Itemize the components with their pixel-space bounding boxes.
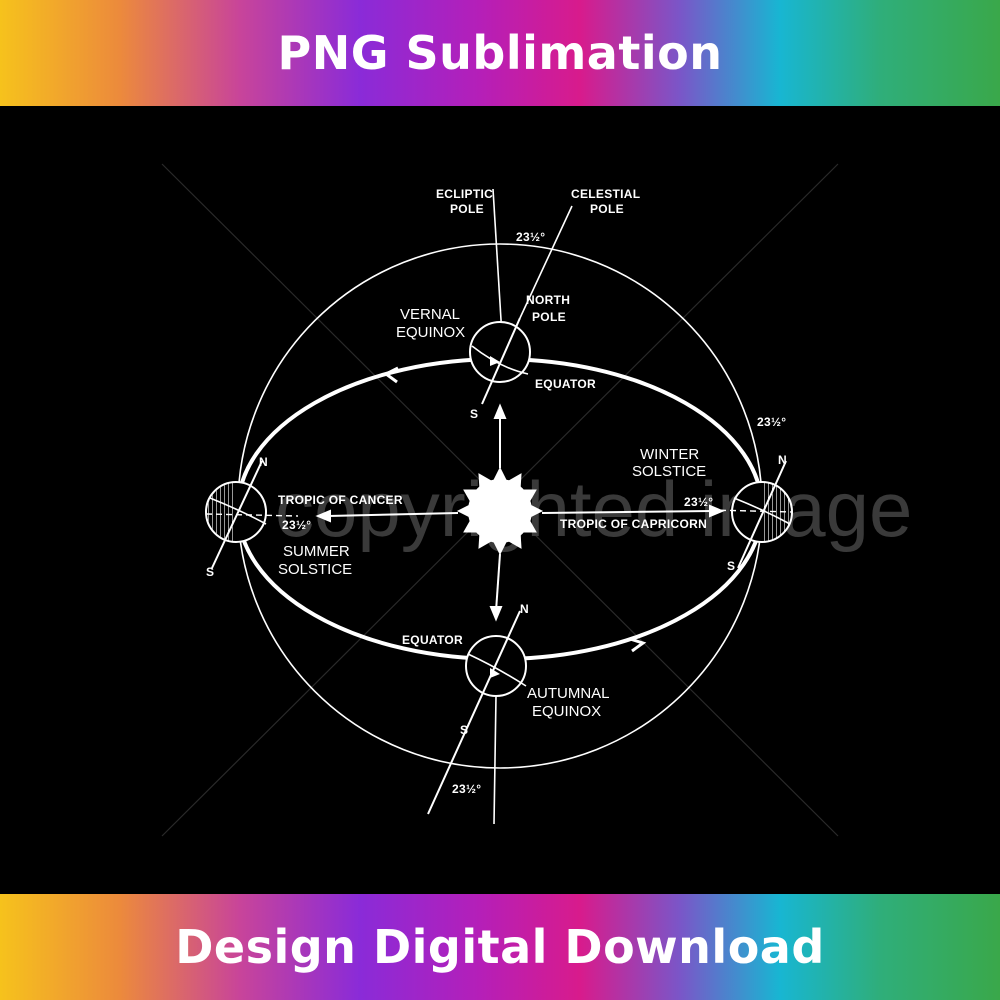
- tropic-capricorn-label: TROPIC OF CAPRICORN: [560, 517, 707, 531]
- bottom-banner: Design Digital Download: [0, 894, 1000, 1000]
- n-right-label: N: [778, 453, 787, 467]
- ecliptic-pole-line: [492, 188, 503, 337]
- ecliptic-pole-label-2: POLE: [450, 202, 484, 216]
- sun-ray-arrows: [315, 403, 725, 622]
- top-banner-title: PNG Sublimation: [277, 26, 723, 80]
- angle-left-inner-label: 23½°: [282, 518, 311, 532]
- equator-top-label: EQUATOR: [535, 377, 596, 391]
- diagram-stage: copyrighted image: [0, 106, 1000, 894]
- seasons-diagram: copyrighted image: [161, 163, 912, 837]
- earth-autumnal-equinox: [427, 610, 527, 825]
- top-banner: PNG Sublimation: [0, 0, 1000, 106]
- celestial-pole-line: [519, 205, 573, 319]
- s-right-label: S: [727, 559, 735, 573]
- celestial-pole-label-2: POLE: [590, 202, 624, 216]
- summer-solstice-label-1: SUMMER: [283, 543, 350, 560]
- summer-solstice-label-2: SOLSTICE: [278, 561, 352, 578]
- earth-winter-solstice: [709, 460, 793, 569]
- autumnal-equinox-label-2: EQUINOX: [532, 703, 601, 720]
- winter-solstice-label-1: WINTER: [640, 446, 699, 463]
- angle-right-inner-label: 23½°: [684, 495, 713, 509]
- earth-summer-solstice: [205, 460, 299, 569]
- orbit-arrow-bottom: [629, 637, 647, 653]
- orbit-arrow-top: [383, 366, 399, 384]
- angle-right-label: 23½°: [757, 415, 786, 429]
- north-pole-label-2: POLE: [532, 310, 566, 324]
- ecliptic-pole-label-1: ECLIPTIC: [436, 187, 493, 201]
- vernal-equinox-label-1: VERNAL: [400, 306, 460, 323]
- tropic-cancer-label: TROPIC OF CANCER: [278, 493, 403, 507]
- equator-bottom-label: EQUATOR: [402, 633, 463, 647]
- angle-top-label: 23½°: [516, 230, 545, 244]
- vernal-equinox-label-2: EQUINOX: [396, 324, 465, 341]
- angle-bottom-label: 23½°: [452, 782, 481, 796]
- s-left-label: S: [206, 565, 214, 579]
- s-top-label: S: [470, 407, 478, 421]
- bottom-banner-title: Design Digital Download: [175, 920, 825, 974]
- autumnal-equinox-label-1: AUTUMNAL: [527, 685, 610, 702]
- watermark-text: copyrighted image: [275, 465, 912, 553]
- winter-solstice-label-2: SOLSTICE: [632, 463, 706, 480]
- celestial-pole-label-1: CELESTIAL: [571, 187, 640, 201]
- north-pole-label-1: NORTH: [526, 293, 570, 307]
- earth-vernal-equinox: [469, 317, 531, 405]
- n-left-label: N: [259, 455, 268, 469]
- n-bottom-label: N: [520, 602, 529, 616]
- s-bottom-label: S: [460, 723, 468, 737]
